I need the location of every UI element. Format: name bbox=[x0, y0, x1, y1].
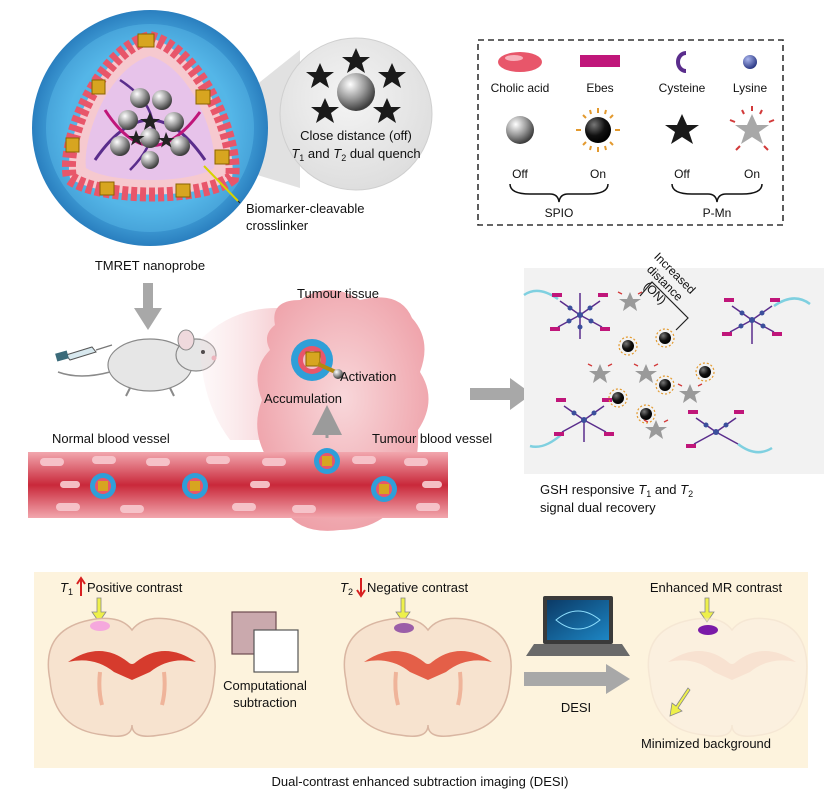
t2-down-arrow bbox=[356, 578, 366, 598]
legend-pmn-off: Off bbox=[674, 167, 690, 181]
ebes-icon bbox=[580, 55, 620, 67]
zoom-spio-ball bbox=[337, 73, 375, 111]
blood-vessel bbox=[28, 448, 448, 518]
cysteine-icon bbox=[676, 51, 687, 73]
minimized-pointer bbox=[669, 687, 691, 717]
injection-arrow bbox=[134, 283, 162, 330]
zoom-detail: Close distance (off) T1 and T2 dual quen… bbox=[279, 37, 433, 191]
zoom-stars bbox=[306, 48, 406, 123]
pmn-off-icon bbox=[665, 114, 699, 144]
laptop-icon bbox=[526, 596, 630, 656]
normal-vessel-label: Normal blood vessel bbox=[52, 431, 170, 446]
legend-pmn: P-Mn bbox=[703, 206, 732, 220]
gsh-label-1: GSH responsive T1 and T2 bbox=[540, 482, 693, 499]
pmn-stars-core bbox=[128, 112, 175, 148]
pmn-brace bbox=[671, 183, 763, 203]
legend-cysteine: Cysteine bbox=[659, 81, 706, 95]
spio-brace bbox=[509, 183, 609, 203]
tmret-nanoprobe bbox=[32, 10, 300, 246]
desi-label: DESI bbox=[561, 700, 591, 715]
t1-up-arrow bbox=[76, 576, 86, 596]
subtraction-icon bbox=[231, 611, 299, 673]
legend-spio-off: Off bbox=[512, 167, 528, 181]
lysine-icon bbox=[743, 55, 757, 69]
enhanced-label: Enhanced MR contrast bbox=[650, 580, 783, 595]
quench-line1: Close distance (off) bbox=[300, 128, 412, 143]
t2-pointer bbox=[395, 597, 411, 623]
panel-caption: Dual-contrast enhanced subtraction imagi… bbox=[272, 774, 569, 789]
t1-pointer bbox=[91, 597, 107, 623]
cholic-acid-icon bbox=[498, 52, 542, 72]
legend-pmn-on: On bbox=[744, 167, 760, 181]
enhanced-pointer bbox=[699, 597, 715, 623]
polymer-clusters bbox=[523, 289, 811, 454]
accumulation-label: Accumulation bbox=[264, 391, 342, 406]
circulating-probes bbox=[90, 448, 397, 502]
legend-ebes: Ebes bbox=[586, 81, 613, 95]
minimized-label: Minimized background bbox=[641, 736, 771, 751]
crosslinker-label-2: crosslinker bbox=[246, 218, 309, 233]
desi-arrow bbox=[524, 664, 630, 694]
computational-label-1: Computational bbox=[223, 678, 307, 693]
release-arrow bbox=[470, 378, 532, 410]
released-spio bbox=[608, 328, 715, 424]
pmn-on-icon bbox=[729, 106, 775, 151]
legend-spio-on: On bbox=[590, 167, 606, 181]
gold-crosslinkers bbox=[65, 33, 230, 198]
red-blood-cells bbox=[40, 456, 442, 513]
nanoprobe-label: TMRET nanoprobe bbox=[95, 258, 205, 273]
crosslinker-label-1: Biomarker-cleavable bbox=[246, 201, 365, 216]
brain-slice-t2 bbox=[343, 617, 512, 737]
spio-on-icon bbox=[576, 108, 620, 152]
gsh-label-2: signal dual recovery bbox=[540, 500, 656, 515]
t1-lesion bbox=[90, 621, 110, 631]
released-pmn bbox=[589, 292, 701, 439]
mouse-illustration bbox=[55, 329, 217, 397]
legend-lysine: Lysine bbox=[733, 81, 768, 95]
tissue-probe bbox=[291, 339, 343, 381]
brain-slice-enhanced bbox=[647, 617, 808, 737]
legend-cholic: Cholic acid bbox=[491, 81, 550, 95]
computational-label-2: subtraction bbox=[233, 695, 297, 710]
tumour-tissue-label: Tumour tissue bbox=[297, 286, 379, 301]
enhanced-lesion bbox=[698, 625, 718, 635]
distance-bracket bbox=[639, 281, 689, 331]
spio-off-icon bbox=[506, 116, 534, 144]
quench-line2: T1 and T2 dual quench bbox=[291, 146, 420, 163]
pmn-glow-marks bbox=[587, 291, 703, 423]
spio-particles bbox=[110, 88, 190, 169]
activation-label: Activation bbox=[340, 369, 396, 384]
tumour-vessel-label: Tumour blood vessel bbox=[372, 431, 492, 446]
gsh-release-panel: Increased distance (ON) bbox=[523, 250, 824, 474]
brain-slice-t1 bbox=[47, 617, 216, 737]
legend-spio: SPIO bbox=[545, 206, 574, 220]
legend-box: Cholic acid Ebes Cysteine Lysine bbox=[477, 39, 784, 226]
t2-lesion bbox=[394, 623, 414, 633]
